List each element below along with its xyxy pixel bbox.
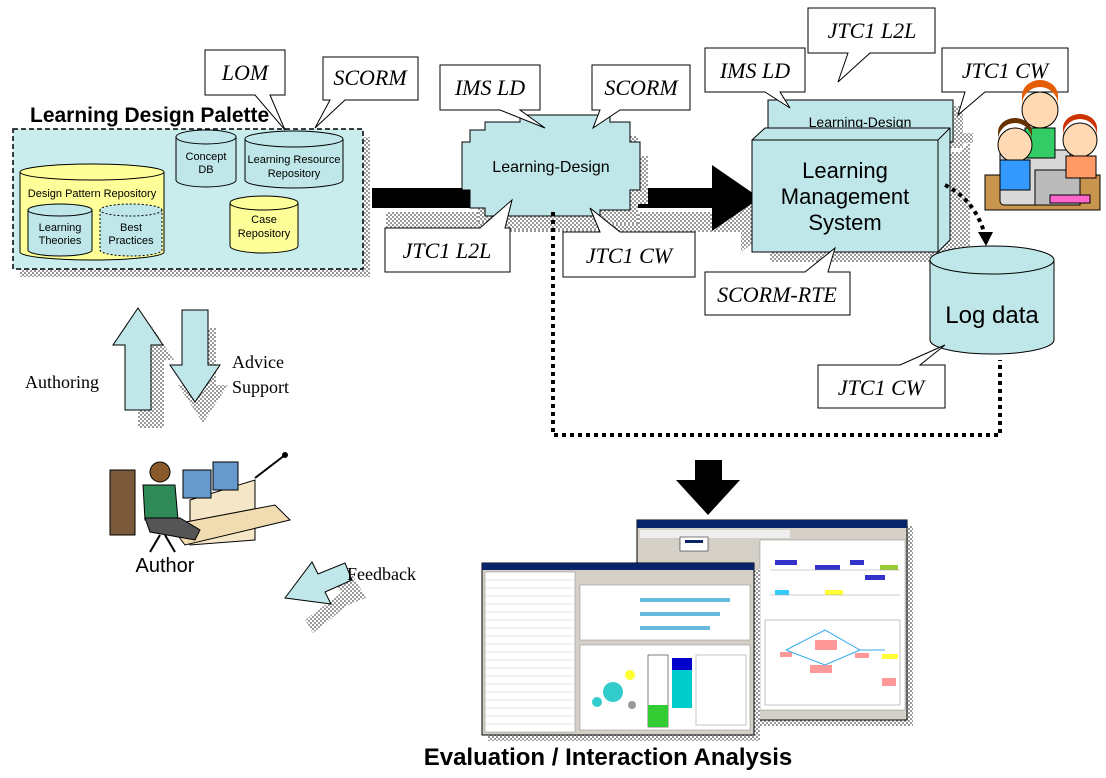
- advice-label-2: Support: [232, 377, 289, 397]
- learning-resource-label-1: Learning Resource: [248, 154, 341, 166]
- callout-jtc1-cw-log: JTC1 CW: [817, 344, 946, 409]
- callout-jtc1-cw-center-text: JTC1 CW: [586, 243, 674, 268]
- callout-scorm-center-text: SCORM: [604, 75, 679, 100]
- callout-lom: LOM: [204, 49, 286, 131]
- author-illustration: [109, 452, 291, 553]
- callout-ims-ld-lms-text: IMS LD: [719, 58, 790, 83]
- callout-jtc1-cw-lms-text: JTC1 CW: [962, 58, 1050, 83]
- center-learning-design: Learning-Design: [461, 114, 648, 230]
- callout-lom-text: LOM: [221, 60, 270, 85]
- analysis-window-front: [481, 562, 760, 741]
- log-feedback-loop: [551, 212, 1002, 437]
- concept-db-label-1: Concept: [186, 151, 227, 163]
- evaluation-screenshots: [481, 519, 913, 741]
- callout-ims-ld-center: IMS LD: [439, 64, 546, 129]
- callout-scorm-palette: SCORM: [314, 56, 419, 129]
- callout-jtc1-cw-log-text: JTC1 CW: [838, 375, 926, 400]
- callout-jtc1-l2l-lms: JTC1 L2L: [807, 7, 936, 83]
- case-repository-label-1: Case: [251, 214, 277, 226]
- evaluation-down-arrow: [676, 460, 740, 515]
- callout-jtc1-cw-lms: JTC1 CW: [941, 47, 1069, 117]
- lms-main-box: [751, 139, 939, 253]
- learning-theories-label-1: Learning: [39, 222, 82, 234]
- learning-theories-label-2: Theories: [39, 235, 82, 247]
- callout-scorm-rte-text: SCORM-RTE: [717, 282, 837, 307]
- callout-ims-ld-lms: IMS LD: [704, 47, 806, 109]
- callout-jtc1-l2l-center-text: JTC1 L2L: [403, 238, 492, 263]
- authoring-label: Authoring: [25, 372, 99, 392]
- log-data-label: Log data: [945, 302, 1039, 329]
- callout-ims-ld-center-text: IMS LD: [454, 75, 525, 100]
- lms-label-2: Management: [781, 184, 909, 209]
- callout-scorm-palette-text: SCORM: [333, 65, 408, 90]
- case-repository-label-2: Repository: [238, 228, 291, 240]
- best-practices-db: Best Practices: [99, 203, 163, 257]
- callout-scorm-rte: SCORM-RTE: [704, 246, 851, 316]
- feedback-arrow: [284, 561, 366, 633]
- callout-jtc1-cw-center: JTC1 CW: [562, 207, 696, 278]
- lms-label-1: Learning: [802, 158, 888, 183]
- author-label: Author: [136, 555, 195, 577]
- lms-label-3: System: [808, 210, 881, 235]
- lms-to-log-arrowhead: [978, 232, 993, 246]
- callout-jtc1-l2l-center: JTC1 L2L: [384, 198, 513, 273]
- concept-db: Concept DB: [175, 129, 237, 188]
- lms-to-log-connector: [944, 183, 987, 236]
- lms-block: Learning-Design Learning Management Syst…: [751, 99, 973, 262]
- learning-resource-db: Learning Resource Repository: [244, 130, 344, 189]
- feedback-label: Feedback: [347, 564, 416, 584]
- center-learning-design-label: Learning-Design: [492, 159, 609, 176]
- advice-label-1: Advice: [232, 352, 284, 372]
- callout-scorm-center: SCORM: [591, 64, 691, 130]
- best-practices-label-2: Practices: [108, 235, 154, 247]
- evaluation-title: Evaluation / Interaction Analysis: [424, 744, 793, 771]
- authoring-arrow: [112, 307, 174, 428]
- lms-learning-design-label: Learning-Design: [809, 114, 912, 130]
- learning-theories-db: Learning Theories: [27, 203, 93, 257]
- case-repository-db: Case Repository: [229, 195, 299, 254]
- log-data-db: Log data: [929, 245, 1055, 355]
- concept-db-label-2: DB: [198, 164, 213, 176]
- callout-jtc1-l2l-lms-text: JTC1 L2L: [828, 18, 917, 43]
- learning-design-palette: Learning Design Palette Design Pattern R…: [12, 104, 370, 277]
- palette-title: Learning Design Palette: [30, 104, 269, 127]
- learners-illustration: [984, 80, 1101, 211]
- learning-resource-label-2: Repository: [268, 168, 321, 180]
- best-practices-label-1: Best: [120, 222, 142, 234]
- design-pattern-label: Design Pattern Repository: [28, 188, 157, 200]
- advice-arrow: [169, 309, 228, 423]
